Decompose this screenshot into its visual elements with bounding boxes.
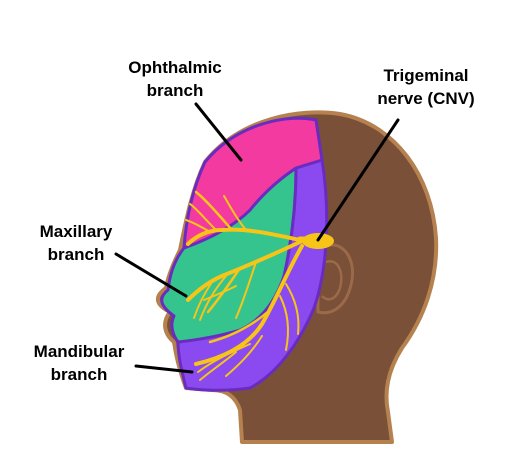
maxillary-pointer [114,252,188,298]
maxillary-label-line2: branch [47,245,105,264]
maxillary-region [160,166,298,344]
ophthalmic-nerve [186,227,302,246]
ophthalmic-pointer [194,102,243,162]
maxillary-twig [235,261,257,319]
ophthalmic-label-line1: Ophthalmic [128,58,222,77]
mandibular-twig [208,308,272,344]
trigeminal-pointer [316,118,400,242]
ophthalmic-twig [223,195,247,231]
ear-inner [321,260,343,301]
mandibular-twig [197,343,251,373]
trigeminal-label-line2: nerve (CNV) [377,89,475,108]
mandibular-nerve [194,244,304,366]
ophthalmic-label: Ophthalmic branch [118,56,232,102]
mandibular-label-line1: Mandibular [33,342,125,361]
maxillary-nerve [186,240,302,302]
trigeminal-label-line1: Trigeminal [383,66,469,85]
mandibular-twig [285,283,300,335]
trigeminal-label: Trigeminal nerve (CNV) [364,64,488,110]
pointer-lines [114,102,400,374]
maxillary-label: Maxillary branch [24,220,128,266]
ophthalmic-label-line2: branch [146,81,204,100]
maxillary-twig [203,285,237,301]
mandibular-pointer [134,364,194,374]
mandibular-twig [225,335,263,377]
mandibular-label: Mandibular branch [22,340,136,386]
mandibular-twig [199,351,237,381]
maxillary-twig [193,281,213,319]
mandibular-label-line2: branch [50,365,108,384]
maxillary-label-line1: Maxillary [39,222,113,241]
ophthalmic-twig [189,203,217,231]
ophthalmic-twig [185,219,211,233]
ophthalmic-twig [194,190,234,232]
mandibular-twig [279,295,289,351]
